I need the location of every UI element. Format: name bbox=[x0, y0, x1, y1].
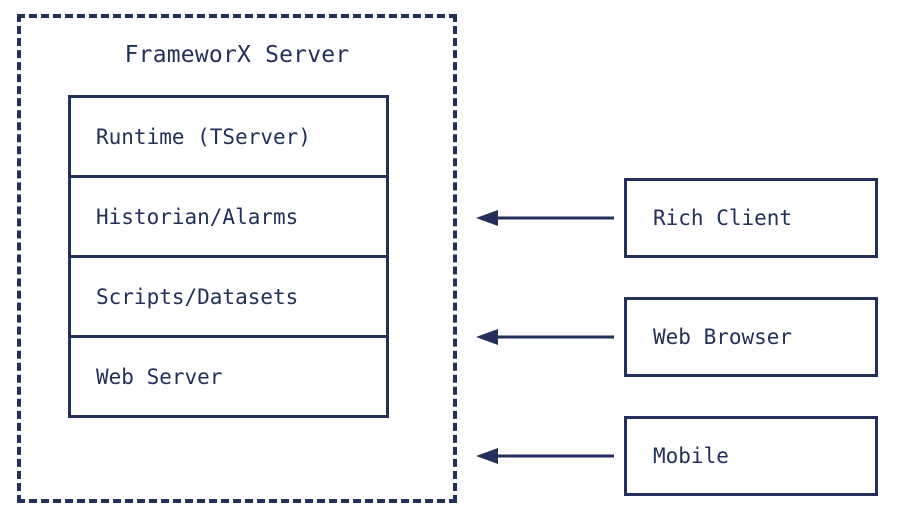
server-module-stack: Runtime (TServer) Historian/Alarms Scrip… bbox=[68, 95, 389, 418]
client-box-mobile: Mobile bbox=[624, 416, 878, 496]
module-row-runtime: Runtime (TServer) bbox=[71, 98, 386, 178]
arrow-web-browser-to-server bbox=[476, 327, 614, 347]
client-box-rich-client: Rich Client bbox=[624, 178, 878, 258]
module-row-web-server: Web Server bbox=[96, 364, 223, 389]
frameworx-server-title: FrameworX Server bbox=[124, 42, 350, 68]
client-box-web-browser: Web Browser bbox=[624, 297, 878, 377]
module-row-historian-alarms: Historian/Alarms bbox=[71, 178, 386, 258]
frameworx-server-container bbox=[17, 14, 457, 503]
arrow-rich-client-to-server bbox=[476, 208, 614, 228]
module-row-scripts-datasets: Scripts/Datasets bbox=[71, 258, 386, 338]
arrow-mobile-to-server bbox=[476, 446, 614, 466]
